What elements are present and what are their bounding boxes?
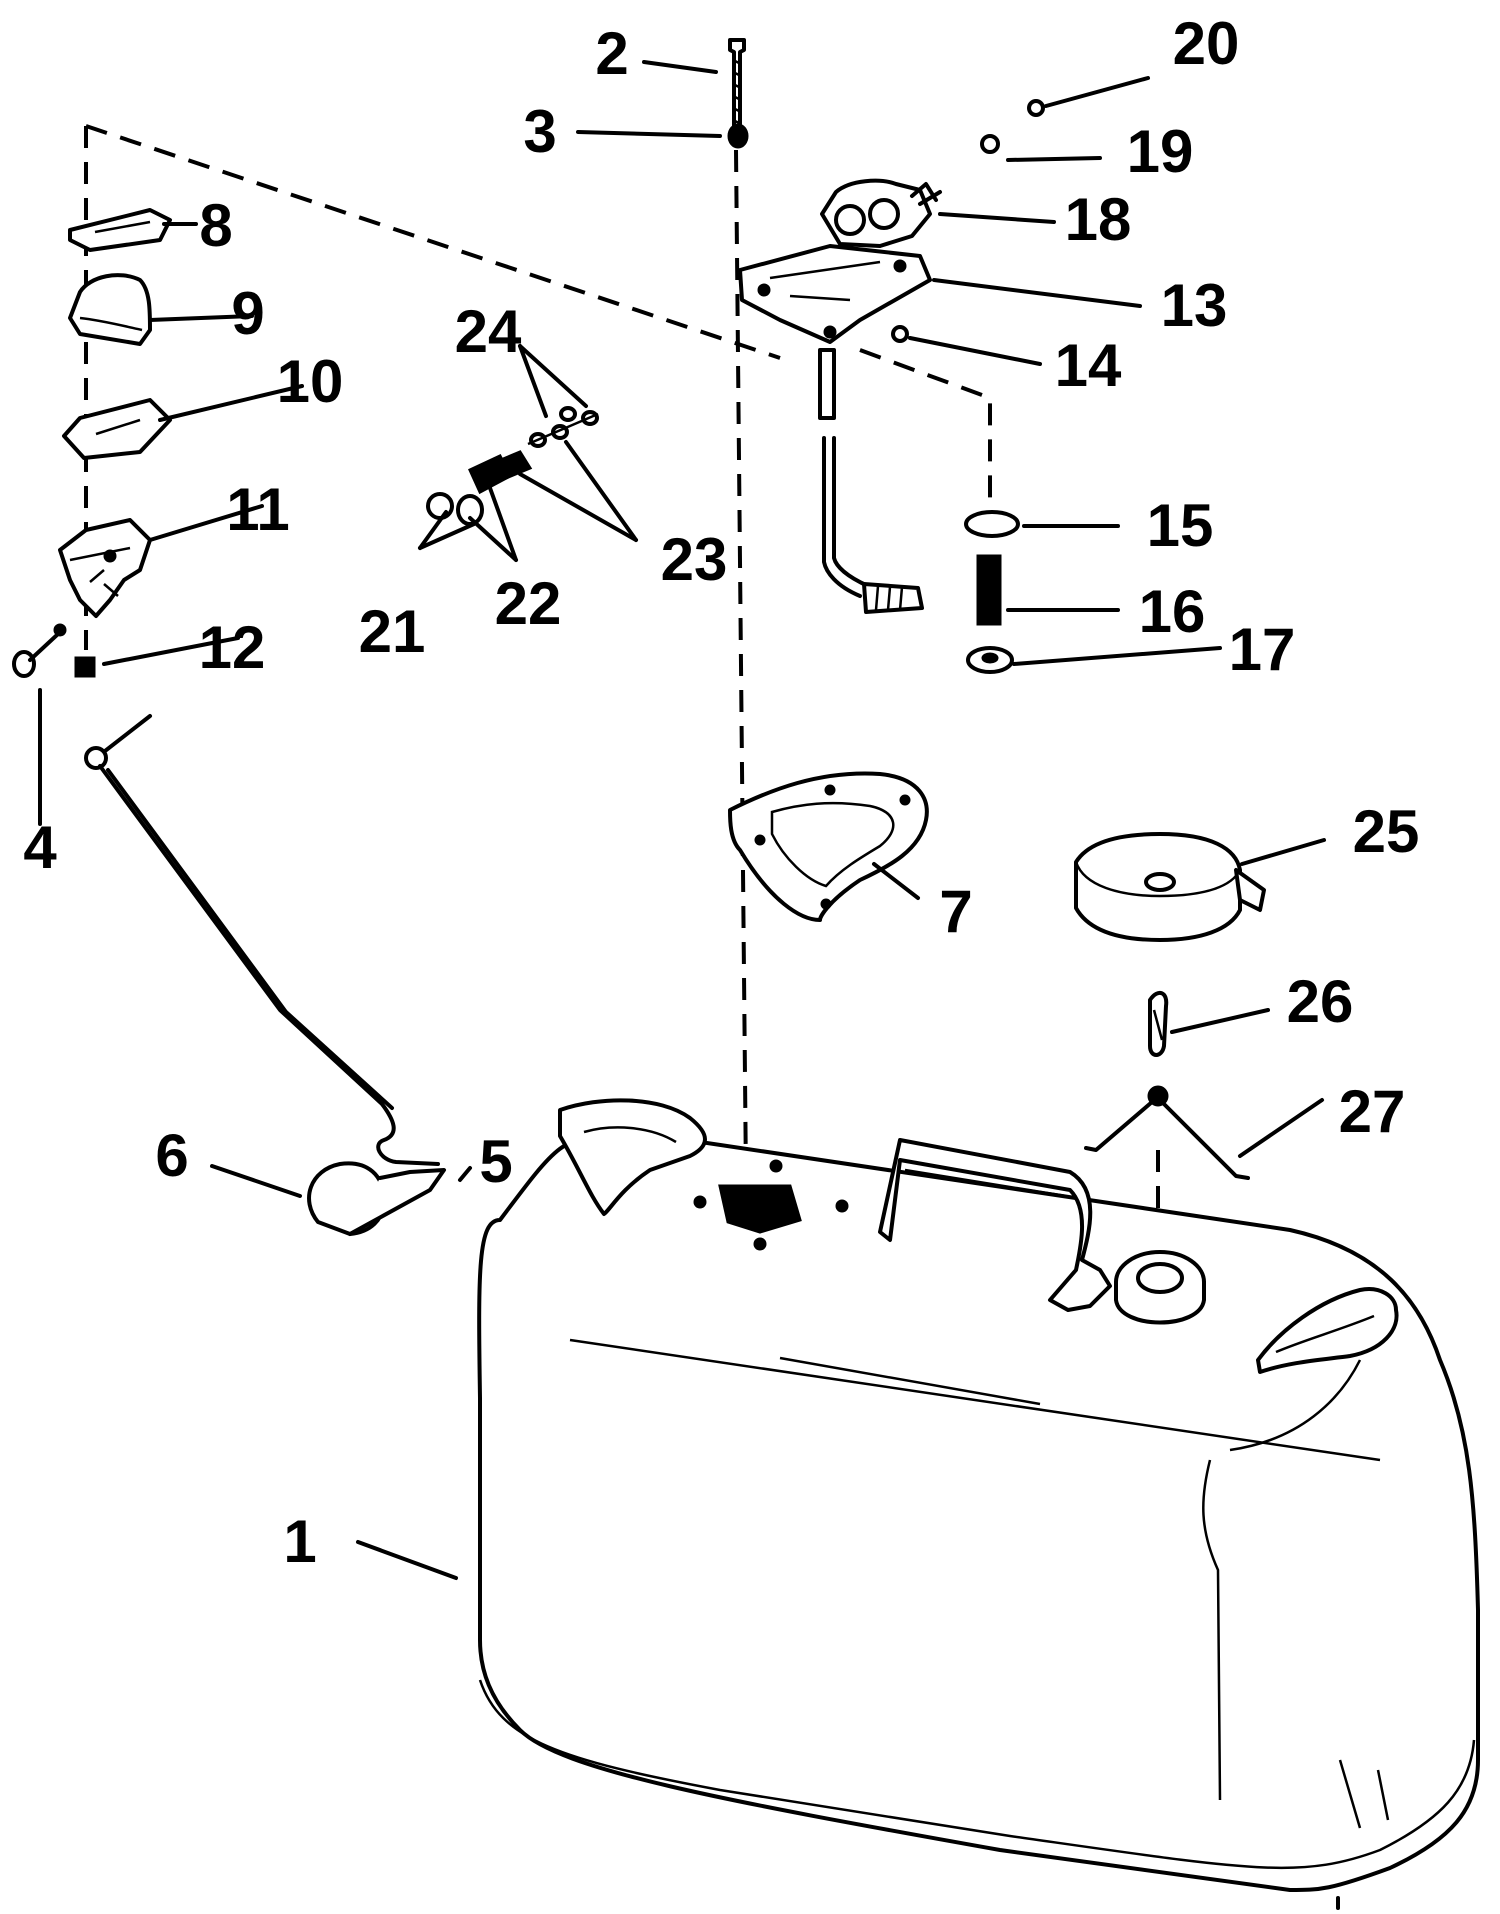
- callout-15: 15: [1147, 492, 1214, 559]
- tank-fill-neck: [1114, 1250, 1206, 1325]
- tank-carry-handle: [878, 1138, 1112, 1312]
- part-25-filler-cap: [1074, 832, 1266, 942]
- part-27-vent-clip: [1084, 1085, 1250, 1180]
- part-14-nut: [891, 325, 909, 343]
- callout-2: 2: [595, 20, 628, 87]
- callout-labels: 1 2 3 4 5 6 7 8 9 10 11 12 13 14 15 16 1…: [23, 10, 1419, 1575]
- tank-right-tie-down: [1256, 1287, 1399, 1374]
- part-11-gauge-housing: [58, 518, 152, 618]
- callout-10: 10: [277, 348, 344, 415]
- callout-27: 27: [1339, 1078, 1406, 1145]
- callout-18: 18: [1065, 186, 1132, 253]
- callout-22: 22: [495, 570, 562, 637]
- part-3-lockwasher: [727, 123, 749, 149]
- callout-23: 23: [661, 526, 728, 593]
- callout-26: 26: [1287, 968, 1354, 1035]
- callout-11: 11: [226, 476, 289, 543]
- leader-lines: [38, 60, 1326, 1580]
- part-4-rivet: [12, 623, 67, 678]
- part-10-gasket: [62, 398, 172, 460]
- callout-8: 8: [199, 192, 232, 259]
- callout-5: 5: [479, 1128, 512, 1195]
- callout-1: 1: [283, 1508, 316, 1575]
- part-6-float: [307, 1161, 446, 1236]
- tank-left-tie-down: [558, 1098, 707, 1216]
- fuel-tank-body: [477, 1128, 1480, 1910]
- callout-13: 13: [1161, 272, 1228, 339]
- part-13-gauge-plate: [738, 244, 932, 344]
- callout-17: 17: [1229, 616, 1296, 683]
- part-21-ball: [426, 492, 454, 520]
- callout-24: 24: [455, 298, 522, 365]
- part-15-washer: [964, 510, 1020, 538]
- callout-12: 12: [199, 614, 266, 681]
- part-7-gasket: [728, 771, 929, 922]
- part-12-screw: [74, 656, 96, 678]
- part-8-gasket: [68, 208, 172, 252]
- callout-25: 25: [1353, 798, 1420, 865]
- callout-6: 6: [155, 1122, 188, 1189]
- callout-20: 20: [1173, 10, 1240, 77]
- tank-gauge-mount: [693, 1159, 849, 1251]
- part-18-connector: [820, 178, 942, 248]
- callout-4: 4: [23, 814, 57, 881]
- part-16-spring: [976, 554, 1002, 626]
- part-19-nut: [980, 134, 1000, 154]
- part-23-spring: [468, 450, 533, 495]
- pickup-tube: [818, 348, 924, 614]
- callout-21: 21: [359, 598, 426, 665]
- callout-3: 3: [523, 98, 556, 165]
- part-5-float-arm: [84, 714, 440, 1166]
- callout-9: 9: [231, 280, 264, 347]
- callout-14: 14: [1055, 332, 1122, 399]
- callout-7: 7: [939, 878, 972, 945]
- part-24-washers: [527, 406, 599, 448]
- part-20-screw: [1027, 99, 1045, 117]
- part-26-chain-clip: [1148, 990, 1169, 1057]
- part-17-grommet: [966, 646, 1014, 674]
- part-9-cover: [68, 273, 152, 346]
- callout-16: 16: [1139, 578, 1206, 645]
- callout-19: 19: [1127, 118, 1194, 185]
